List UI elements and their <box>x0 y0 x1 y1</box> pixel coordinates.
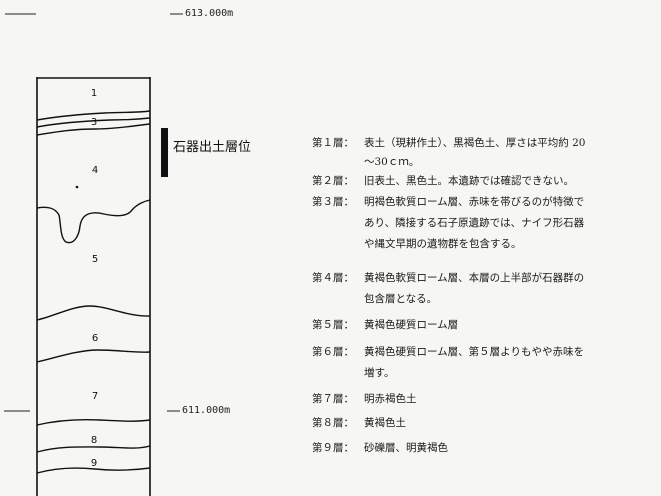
boundary-8-9-upper <box>36 445 151 453</box>
description-text: や縄文早期の遺物群を包含する。 <box>364 238 522 250</box>
layer-number: 8 <box>90 435 98 446</box>
description-row: 第３層： 明褐色軟質ローム層、赤味を帯びるのが特徴で <box>312 196 584 209</box>
description-row: 第７層： 明赤褐色土 <box>312 393 417 406</box>
description-text: 表土（現耕作土）、黒褐色土、厚さは平均約 20 <box>364 137 586 149</box>
description-text: あり、隣接する石子原遺跡では、ナイフ形石器 <box>364 217 585 229</box>
layer-number: 9 <box>90 458 98 469</box>
description-text: 砂礫層、明黄褐色 <box>364 442 448 454</box>
description-label: 第７層： <box>312 393 354 405</box>
boundary-1-3-upper <box>36 110 151 121</box>
description-text: 黄褐色硬質ローム層、第５層よりもやや赤味を <box>364 346 584 358</box>
description-text: ～30ｃｍ。 <box>364 156 420 168</box>
boundary-6-7 <box>36 349 151 363</box>
description-label: 第１層： <box>312 137 354 149</box>
boundary-1-3-lower <box>36 117 151 128</box>
description-row: 第２層： 旧表土、黒色土。本遺跡では確認できない。 <box>312 175 574 188</box>
description-label: 第３層： <box>312 196 354 208</box>
artifact-horizon-label: 石器出土層位 <box>173 140 252 155</box>
artifact-horizon-bar <box>161 128 168 177</box>
boundary-7-8 <box>36 418 151 426</box>
layer-number: 3 <box>90 117 98 128</box>
boundary-5-6 <box>36 305 151 321</box>
description-label: 第４層： <box>312 272 354 284</box>
boundary-4-5 <box>36 199 151 244</box>
description-label: 第９層： <box>312 442 354 454</box>
boundary-8-9-lower <box>36 467 151 474</box>
description-row: 第８層： 黄褐色土 <box>312 417 406 430</box>
description-label: 第５層： <box>312 319 354 331</box>
layer-number: 5 <box>91 254 99 265</box>
description-row: 第９層： 砂礫層、明黄褐色 <box>312 442 448 455</box>
layer-number: 6 <box>91 333 99 344</box>
description-label: 第６層： <box>312 346 354 358</box>
description-row: 第１層： 表土（現耕作土）、黒褐色土、厚さは平均約 20 <box>312 137 585 150</box>
artifact-dot <box>75 185 79 189</box>
description-text: 黄褐色軟質ローム層、本層の上半部が石器群の <box>364 272 585 284</box>
layer-number: 4 <box>91 165 99 176</box>
description-row: 第４層： 黄褐色軟質ローム層、本層の上半部が石器群の <box>312 272 584 285</box>
elevation-label-middle: 611.000m <box>182 405 231 416</box>
elevation-label-top: 613.000m <box>185 8 234 19</box>
description-text: 明赤褐色土 <box>364 393 417 405</box>
boundary-3-4 <box>36 123 151 136</box>
description-text: 増す。 <box>364 367 395 379</box>
description-label: 第８層： <box>312 417 354 429</box>
description-row: 第５層： 黄褐色硬質ローム層 <box>312 319 458 332</box>
layer-number: 7 <box>91 391 99 402</box>
description-text: 旧表土、黒色土。本遺跡では確認できない。 <box>364 175 574 187</box>
description-text: 明褐色軟質ローム層、赤味を帯びるのが特徴で <box>364 196 585 208</box>
description-text: 黄褐色硬質ローム層 <box>364 319 459 331</box>
description-text: 包含層となる。 <box>364 293 438 305</box>
description-row: 第６層： 黄褐色硬質ローム層、第５層よりもやや赤味を <box>312 346 584 359</box>
description-label: 第２層： <box>312 175 354 187</box>
layer-number: 1 <box>90 88 98 99</box>
description-text: 黄褐色土 <box>364 417 406 429</box>
